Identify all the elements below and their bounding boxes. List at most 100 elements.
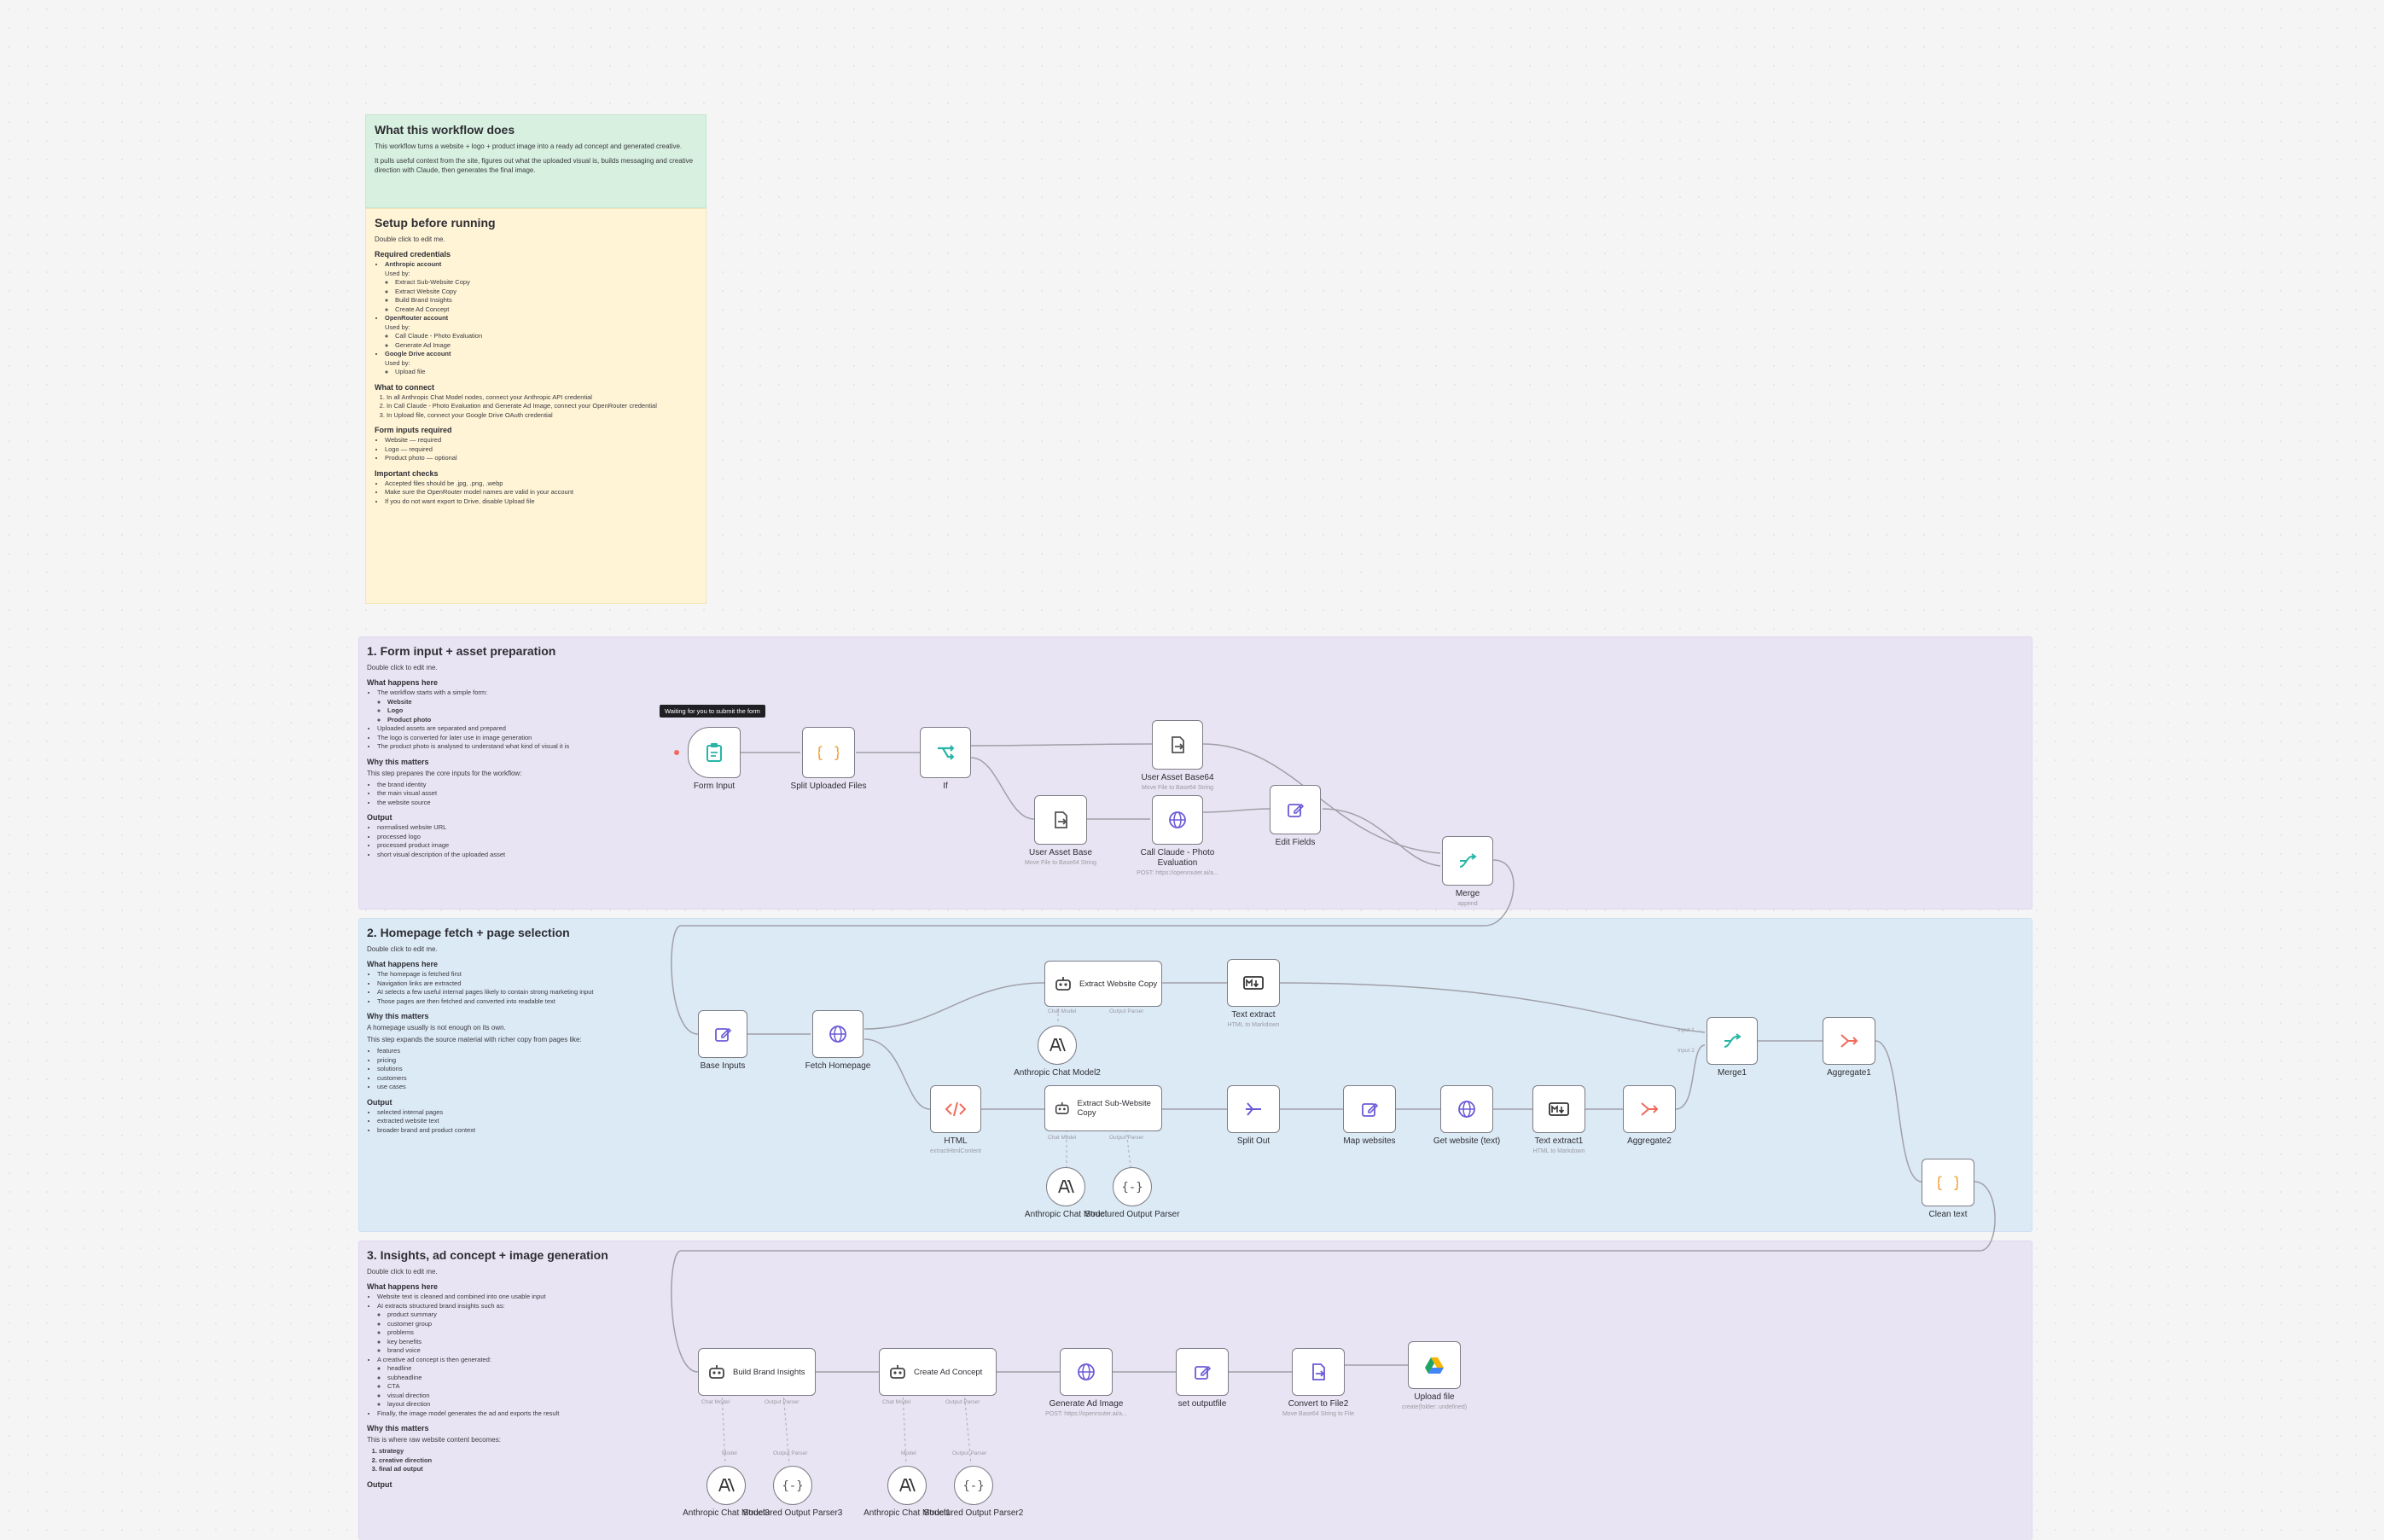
file-arrow-icon <box>1055 811 1067 828</box>
label-call-claude-photo: Call Claude - Photo Evaluation <box>1140 848 1215 868</box>
node-anthropic-chat-model2[interactable] <box>1038 1026 1077 1065</box>
pencil-icon <box>1362 1102 1379 1117</box>
node-extract-website-copy[interactable]: Extract Website Copy <box>1044 961 1162 1007</box>
node-text-extract1[interactable] <box>1532 1085 1585 1133</box>
openrouter-account: OpenRouter account <box>385 314 449 322</box>
node-anthropic-chat-model1[interactable] <box>887 1466 927 1505</box>
s3-subitem: layout direction <box>387 1400 640 1409</box>
node-structured-output-parser3[interactable]: {-} <box>773 1466 812 1505</box>
node-convert-to-file2[interactable] <box>1292 1348 1345 1396</box>
node-structured-output-parser[interactable]: {-} <box>1113 1167 1152 1206</box>
section1-hint: Double click to edit me. <box>367 664 438 671</box>
node-edit-fields[interactable] <box>1270 785 1321 834</box>
node-user-asset-base64[interactable] <box>1152 720 1203 770</box>
section2-h3: Output <box>367 1097 392 1107</box>
section3-h1: What happens here <box>367 1282 439 1291</box>
s1-item: the main visual asset <box>377 789 640 799</box>
s2-item: customers <box>377 1074 640 1084</box>
merge-arrows-icon <box>1724 1033 1741 1048</box>
node-generate-ad-image[interactable] <box>1060 1348 1113 1396</box>
label-build-brand-insights: Build Brand Insights <box>733 1367 805 1377</box>
port-model: Model <box>722 1450 737 1456</box>
globe-icon <box>1078 1363 1095 1380</box>
robot-icon <box>1055 1101 1069 1114</box>
node-clean-text[interactable]: { } <box>1922 1159 1974 1206</box>
node-set-outputfile[interactable] <box>1176 1348 1229 1396</box>
setup-inputs-heading: Form inputs required <box>375 426 452 434</box>
curly-braces-icon: { } <box>818 744 839 762</box>
node-map-websites[interactable] <box>1343 1085 1396 1133</box>
label-merge1: Merge1 <box>1718 1068 1747 1078</box>
label-split-out: Split Out <box>1236 1136 1270 1146</box>
node-base-inputs[interactable] <box>698 1010 747 1058</box>
node-if[interactable] <box>920 727 971 778</box>
anthropic-a-icon <box>1058 1180 1074 1194</box>
node-call-claude-photo[interactable] <box>1152 795 1203 845</box>
node-merge[interactable] <box>1442 836 1493 886</box>
node-aggregate2[interactable] <box>1623 1085 1676 1133</box>
pencil-icon <box>715 1027 732 1042</box>
anthropic-a-icon <box>1050 1038 1066 1052</box>
label-user-asset-base: User Asset Base <box>1029 848 1092 857</box>
s2-item: broader brand and product context <box>377 1126 640 1136</box>
node-get-website-text[interactable] <box>1440 1085 1493 1133</box>
label-upload-file: Upload file <box>1414 1392 1455 1402</box>
s3-subitem: key benefits <box>387 1338 640 1347</box>
cred-item: Generate Ad Image <box>395 341 697 351</box>
node-merge1[interactable] <box>1707 1017 1758 1065</box>
s1-item: The logo is converted for later use in i… <box>377 734 640 743</box>
section2-hint: Double click to edit me. <box>367 945 438 953</box>
node-build-brand-insights[interactable]: Build Brand Insights <box>698 1348 816 1396</box>
node-upload-file[interactable] <box>1408 1341 1461 1389</box>
node-split-out[interactable] <box>1227 1085 1280 1133</box>
port-chat-model: Chat Model <box>701 1399 730 1405</box>
globe-icon <box>829 1026 846 1043</box>
node-structured-output-parser2[interactable]: {-} <box>954 1466 993 1505</box>
overview-p1: This workflow turns a website + logo + p… <box>375 142 683 150</box>
overview-title: What this workflow does <box>375 123 515 137</box>
anthropic-account: Anthropic account <box>385 260 442 268</box>
anthropic-a-icon <box>899 1479 916 1492</box>
node-form-input[interactable] <box>688 727 741 778</box>
port-model: Model <box>901 1450 916 1456</box>
setup-sticky-note[interactable]: Setup before running Double click to edi… <box>365 208 706 604</box>
section-form-input[interactable]: 1. Form input + asset preparation Double… <box>358 636 2032 909</box>
check-item: Accepted files should be .jpg, .png, .we… <box>385 479 697 489</box>
cred-item: Extract Website Copy <box>395 288 697 297</box>
label-map-websites: Map websites <box>1343 1136 1396 1146</box>
label-user-asset-base64: User Asset Base64 <box>1141 773 1214 782</box>
file-arrow-icon <box>1172 736 1184 753</box>
markdown-icon <box>1243 976 1264 990</box>
pencil-icon <box>1195 1365 1212 1380</box>
node-html[interactable] <box>930 1085 981 1133</box>
section3-h3: Output <box>367 1479 392 1489</box>
label-if: If <box>943 782 948 791</box>
cred-item: Build Brand Insights <box>395 296 697 305</box>
sub-html: extractHtmlContent <box>930 1148 981 1154</box>
node-split-uploaded-files[interactable]: { } <box>802 727 855 778</box>
cred-item: Create Ad Concept <box>395 305 697 315</box>
section1-h3: Output <box>367 813 392 822</box>
node-anthropic-chat-model[interactable] <box>1046 1167 1085 1206</box>
node-fetch-homepage[interactable] <box>812 1010 863 1058</box>
sub-convert-to-file2: Move Base64 String to File <box>1282 1411 1355 1417</box>
node-create-ad-concept[interactable]: Create Ad Concept <box>879 1348 997 1396</box>
node-aggregate1[interactable] <box>1823 1017 1875 1065</box>
node-anthropic-chat-model3[interactable] <box>706 1466 746 1505</box>
sub-call-claude-photo: POST: https://openrouter.ai/a... <box>1137 870 1218 876</box>
section3-p2: This is where raw website content become… <box>367 1436 501 1444</box>
s1-item: the website source <box>377 799 640 808</box>
s1-item: normalised website URL <box>377 823 640 833</box>
overview-sticky-note[interactable]: What this workflow does This workflow tu… <box>365 114 706 208</box>
google-drive-icon <box>1425 1357 1444 1374</box>
node-user-asset-base[interactable] <box>1034 795 1087 845</box>
file-arrow-icon <box>1312 1363 1325 1380</box>
sub-upload-file: create(folder: undefined) <box>1401 1404 1468 1410</box>
sub-user-asset-base: Move File to Base64 String <box>1024 860 1097 866</box>
svg-text:{ }: { } <box>1938 1174 1958 1192</box>
port-output-parser: Output Parser <box>1109 1008 1144 1014</box>
node-extract-sub-website-copy[interactable]: Extract Sub-Website Copy <box>1044 1085 1162 1131</box>
s1-item: The workflow starts with a simple form: <box>377 689 640 698</box>
node-text-extract[interactable] <box>1227 959 1280 1007</box>
section1-h2: Why this matters <box>367 757 429 766</box>
